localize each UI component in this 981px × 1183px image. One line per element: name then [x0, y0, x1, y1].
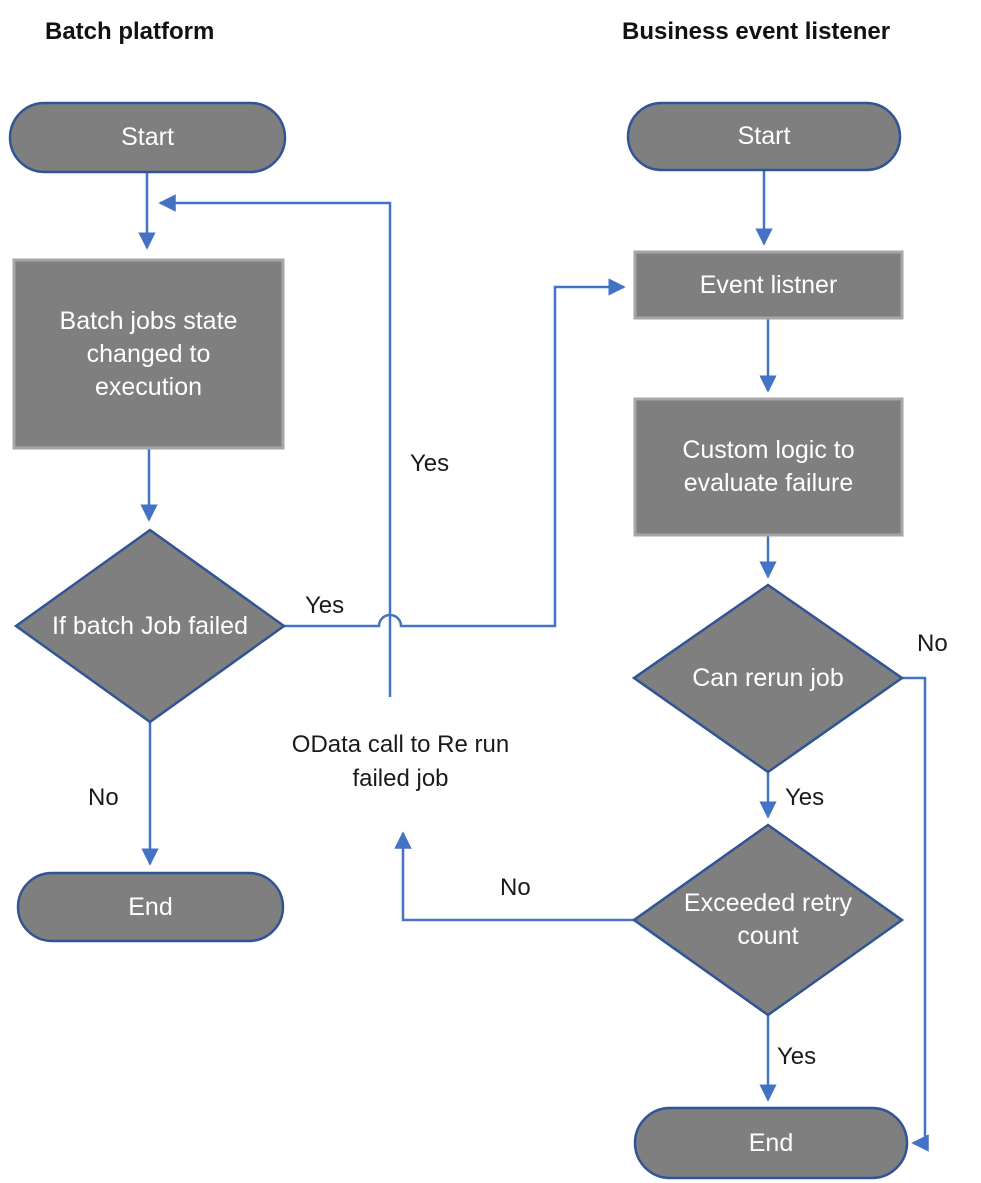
right-start-shape — [626, 101, 902, 172]
edge-label-loop-return-yes: Yes — [410, 450, 450, 477]
right-column-title: Business event listener — [622, 18, 891, 45]
edge-label-exceeded-yes: Yes — [777, 1043, 817, 1070]
edge-label-exceeded-no: No — [500, 874, 531, 901]
exceeded-retry-shape — [631, 823, 905, 1017]
odata-note: OData call to Re run failed job — [291, 731, 510, 792]
can-rerun-shape — [631, 583, 905, 774]
left-start-shape — [8, 101, 287, 174]
right-end-shape — [633, 1106, 909, 1180]
edge-label-can-rerun-yes: Yes — [785, 784, 825, 811]
edge-label-left-decision-no: No — [88, 784, 119, 811]
edge-decision-yes-to-event-listener — [284, 278, 626, 628]
edge-exceeded-no-loop-up — [394, 831, 634, 922]
edge-label-can-rerun-no: No — [917, 630, 948, 657]
event-listener-shape — [633, 250, 904, 320]
edge-label-left-decision-yes: Yes — [305, 592, 345, 619]
edge-loop-return — [158, 194, 392, 697]
left-column-title: Batch platform — [45, 18, 215, 45]
edge-can-rerun-no-to-end — [902, 676, 929, 1152]
custom-logic-shape — [633, 397, 904, 537]
left-decision-shape — [13, 528, 287, 724]
left-process-shape — [12, 258, 285, 450]
left-end-shape — [16, 871, 285, 943]
